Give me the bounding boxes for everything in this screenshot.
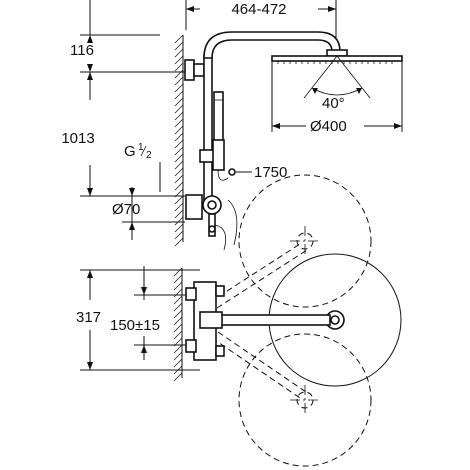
column-height-label: 1013 (61, 130, 94, 147)
arm-width-label: 464-472 (231, 1, 286, 18)
outlet-diameter-label: Ø70 (112, 201, 140, 218)
total-height-label: 1750 (254, 164, 287, 181)
shower-column: 1750 (184, 31, 341, 251)
thread-numerator: 1 (138, 142, 144, 153)
dimension-heights: 116 1013 (61, 0, 190, 197)
mixer-plan (185, 281, 331, 361)
thread-main: G (124, 143, 136, 160)
dimension-arm-width: 464-472 (185, 0, 337, 40)
mixer-height-label: 317 (76, 309, 101, 326)
dimension-outlet-diameter: Ø70 (112, 187, 185, 240)
inlet-spacing-label: 150±15 (110, 317, 160, 334)
head-diameter-label: Ø400 (310, 118, 347, 135)
dimension-mixer: 317 150±15 (76, 266, 200, 371)
thread-label: G 1 2 (124, 142, 161, 192)
wall-hatch-bottom (173, 267, 183, 382)
wall-hatch-top (174, 34, 184, 247)
top-offset-label: 116 (70, 42, 94, 59)
thread-denominator: 2 (146, 150, 152, 161)
shower-head: 40° Ø400 (271, 49, 403, 135)
spray-angle-label: 40° (322, 95, 345, 112)
